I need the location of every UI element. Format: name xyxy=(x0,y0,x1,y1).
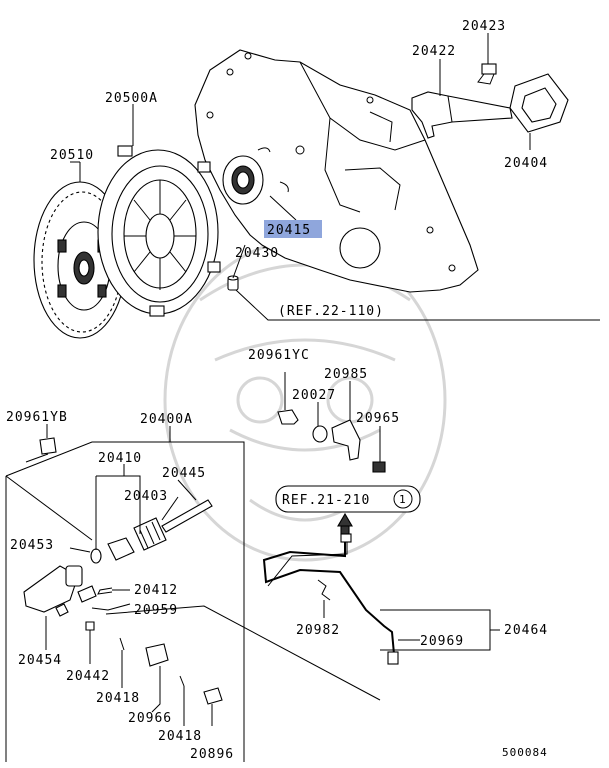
label-20404[interactable]: 20404 xyxy=(504,156,548,171)
release-bearing xyxy=(222,147,289,205)
label-20442[interactable]: 20442 xyxy=(66,669,110,684)
leader-lines-upper xyxy=(70,33,600,321)
label-20430[interactable]: 20430 xyxy=(235,246,279,261)
label-20418-a[interactable]: 20418 xyxy=(96,691,140,706)
pressure-plate xyxy=(97,145,221,317)
label-20961YB[interactable]: 20961YB xyxy=(6,410,68,425)
bolt-20961YB xyxy=(39,424,57,455)
label-20445[interactable]: 20445 xyxy=(162,466,206,481)
label-20454[interactable]: 20454 xyxy=(18,653,62,668)
release-cylinder-frame xyxy=(5,426,245,762)
label-20966[interactable]: 20966 xyxy=(128,711,172,726)
label-20400A[interactable]: 20400A xyxy=(140,412,193,427)
label-20965[interactable]: 20965 xyxy=(356,411,400,426)
label-20453[interactable]: 20453 xyxy=(10,538,54,553)
label-20027[interactable]: 20027 xyxy=(292,388,336,403)
ref-21-210[interactable]: REF.21-210 xyxy=(282,493,370,508)
label-20969[interactable]: 20969 xyxy=(420,634,464,649)
bleeder-bracket-group xyxy=(277,372,386,473)
label-20423[interactable]: 20423 xyxy=(462,19,506,34)
leader-lines-lower xyxy=(45,464,381,726)
fork-bolt xyxy=(477,63,497,85)
pilot-pin xyxy=(227,275,239,291)
diagram-number: 500084 xyxy=(502,746,548,759)
label-20418-b[interactable]: 20418 xyxy=(158,729,202,744)
part-labels: 20423 20422 20404 20500A 20510 20415 204… xyxy=(6,19,548,762)
fork-boot xyxy=(509,73,569,133)
label-20403[interactable]: 20403 xyxy=(124,489,168,504)
label-20500A[interactable]: 20500A xyxy=(105,91,158,106)
label-20412[interactable]: 20412 xyxy=(134,583,178,598)
label-20896[interactable]: 20896 xyxy=(190,747,234,762)
label-20422[interactable]: 20422 xyxy=(412,44,456,59)
label-20961YC[interactable]: 20961YC xyxy=(248,348,310,363)
label-20464[interactable]: 20464 xyxy=(504,623,548,638)
ref-21-210-box xyxy=(275,485,421,535)
label-20510[interactable]: 20510 xyxy=(50,148,94,163)
release-fork xyxy=(411,91,513,139)
label-20959[interactable]: 20959 xyxy=(134,603,178,618)
ref-21-210-circle-number: 1 xyxy=(399,493,407,506)
clutch-pipe xyxy=(262,533,500,665)
label-20982[interactable]: 20982 xyxy=(296,623,340,638)
ref-22-110[interactable]: (REF.22-110) xyxy=(278,304,384,319)
label-20410[interactable]: 20410 xyxy=(98,451,142,466)
selected-part-highlight xyxy=(264,220,322,238)
label-20985[interactable]: 20985 xyxy=(324,367,368,382)
release-cylinder-parts xyxy=(23,499,223,726)
label-20415[interactable]: 20415 xyxy=(267,223,311,238)
